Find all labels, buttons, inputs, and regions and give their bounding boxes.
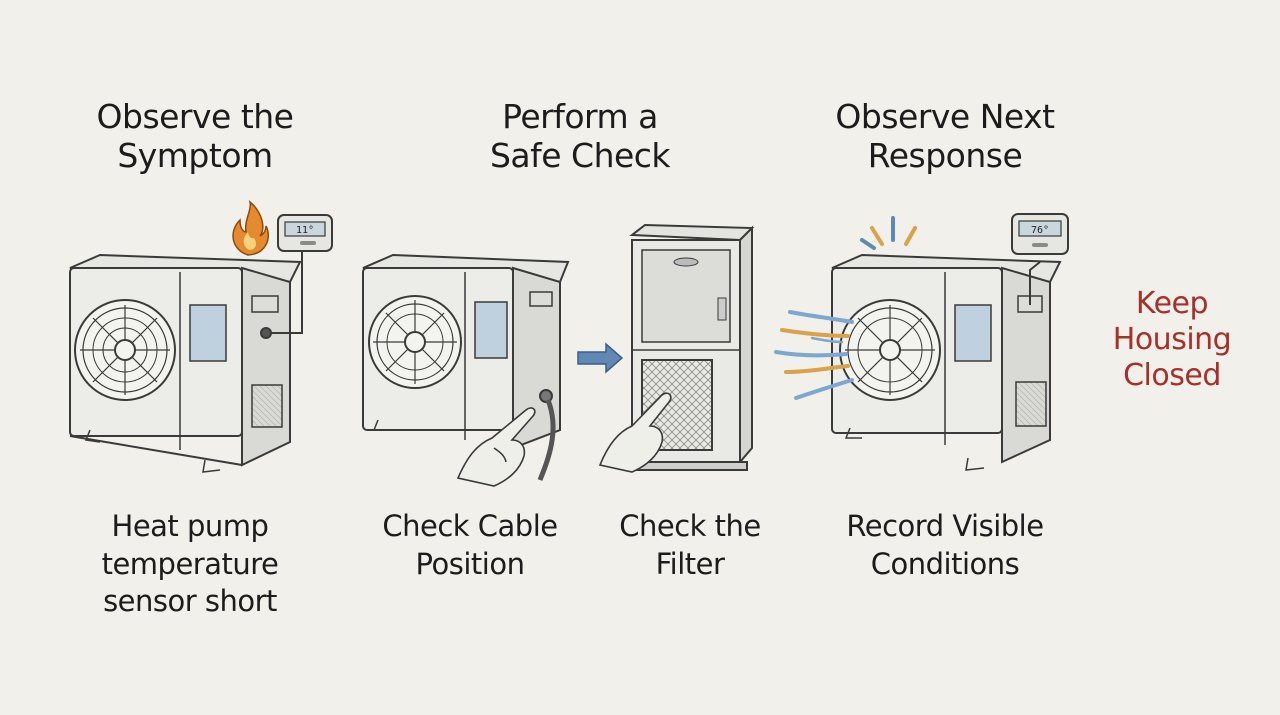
step2-caption-cable-line1: Check Cable — [382, 509, 558, 543]
hand-pointer-icon — [598, 392, 672, 473]
thermostat-reading-2: 76° — [1031, 225, 1049, 236]
step3-heading: Observe Next Response — [800, 97, 1090, 176]
warning-label: Keep Housing Closed — [1092, 286, 1252, 394]
step2-heading: Perform a Safe Check — [440, 97, 720, 176]
step2-caption-filter-line1: Check the — [619, 509, 761, 543]
airflow-icon — [774, 310, 854, 400]
step2-heading-line2: Safe Check — [489, 135, 671, 175]
step3-caption: Record Visible Conditions — [820, 508, 1070, 583]
step3-caption-line2: Conditions — [870, 546, 1020, 581]
step3-heading-line1: Observe Next — [835, 97, 1055, 136]
thermostat-icon: 76° — [1011, 213, 1069, 255]
step2-caption-cable-line2: Position — [415, 546, 525, 581]
step1-caption-line2: temperature — [101, 546, 279, 581]
warning-line3: Closed — [1123, 358, 1221, 393]
step3-caption-line1: Record Visible — [846, 509, 1044, 543]
warning-line2: Housing — [1112, 322, 1232, 357]
step2-heading-line1: Perform a — [502, 97, 658, 136]
step2-caption-cable: Check Cable Position — [360, 508, 580, 583]
heat-pump-unit-3 — [831, 253, 1062, 471]
alert-rays-icon — [860, 216, 917, 250]
step2-caption-filter: Check the Filter — [595, 508, 785, 583]
thermostat-icon: 11° — [277, 214, 333, 252]
step2-caption-filter-line2: Filter — [655, 546, 725, 581]
heat-pump-unit-1 — [69, 250, 303, 473]
warning-line1: Keep — [1135, 286, 1209, 321]
step1-heading-line2: Symptom — [117, 135, 273, 175]
flame-icon — [232, 199, 269, 256]
hand-pointer-icon — [456, 407, 536, 487]
step1-caption-line3: sensor short — [103, 584, 277, 619]
step1-caption-line1: Heat pump — [111, 509, 269, 543]
arrow-right-icon — [577, 342, 624, 374]
step1-heading-line1: Observe the — [96, 97, 294, 136]
heat-pump-unit-2 — [362, 253, 570, 481]
step3-heading-line2: Response — [867, 135, 1023, 175]
step1-caption: Heat pump temperature sensor short — [60, 508, 320, 621]
step1-heading: Observe the Symptom — [55, 97, 335, 176]
thermostat-reading-1: 11° — [296, 225, 314, 236]
